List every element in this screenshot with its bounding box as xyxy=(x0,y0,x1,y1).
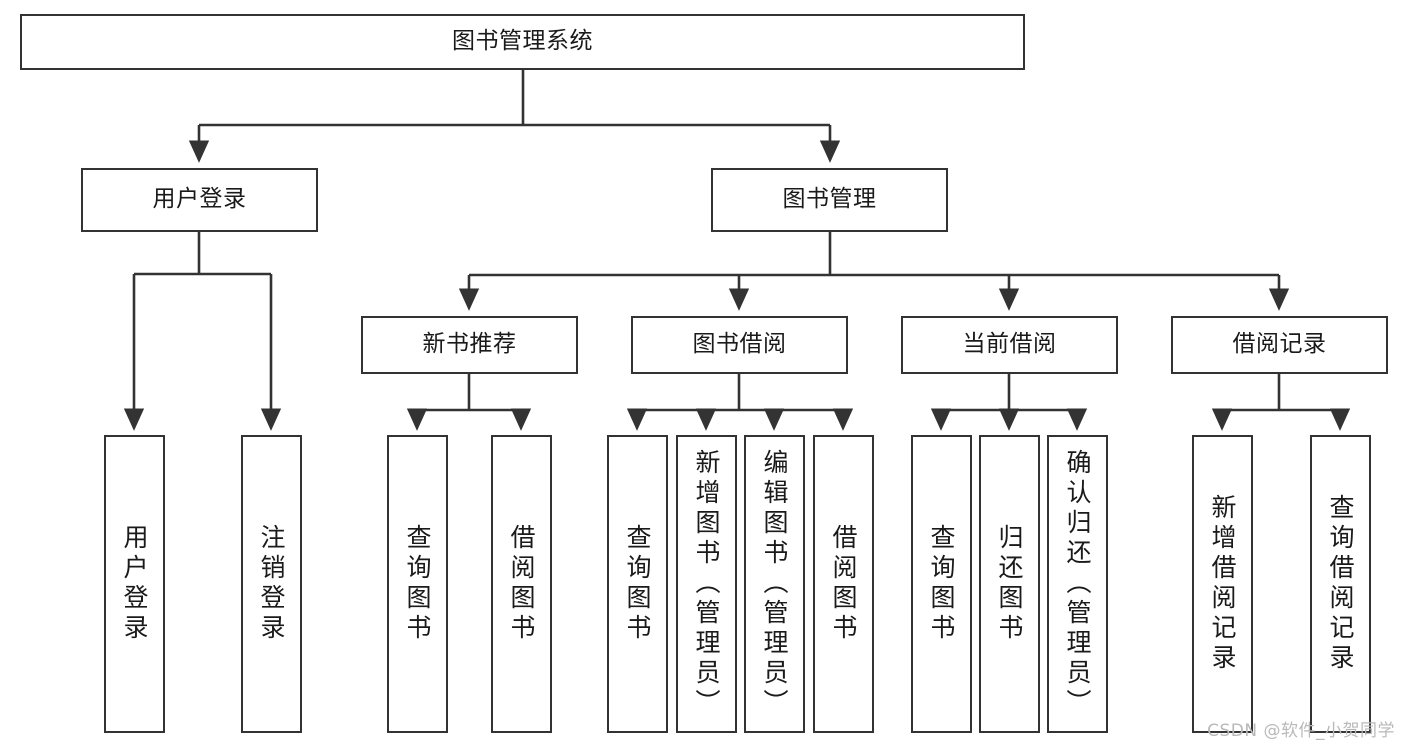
node-root-book-management-system[interactable]: 图书管理系统 xyxy=(20,14,1025,70)
node-label: 查询借阅记录 xyxy=(1326,494,1355,674)
leaf-logout-login[interactable]: 注销登录 xyxy=(241,435,302,733)
node-label: 图书借阅 xyxy=(692,331,787,358)
leaf-borrow-book-2[interactable]: 借阅图书 xyxy=(813,435,874,733)
node-label: 归还图书 xyxy=(995,524,1024,644)
leaf-return-book[interactable]: 归还图书 xyxy=(979,435,1040,733)
node-label: 新书推荐 xyxy=(422,331,517,358)
node-label: 图书管理 xyxy=(782,186,877,213)
node-label: 注销登录 xyxy=(257,524,286,644)
node-label: 确认归还（管理员） xyxy=(1063,449,1092,719)
node-label: 借阅记录 xyxy=(1232,331,1327,358)
node-borrow-record[interactable]: 借阅记录 xyxy=(1171,316,1388,374)
node-book-management[interactable]: 图书管理 xyxy=(711,168,948,232)
node-label: 查询图书 xyxy=(403,524,432,644)
leaf-add-book-admin[interactable]: 新增图书（管理员） xyxy=(676,435,737,733)
node-label: 编辑图书（管理员） xyxy=(760,449,789,719)
leaf-query-borrow-record[interactable]: 查询借阅记录 xyxy=(1310,435,1371,733)
node-current-borrow[interactable]: 当前借阅 xyxy=(901,316,1118,374)
node-label: 用户登录 xyxy=(152,186,247,213)
leaf-query-book-1[interactable]: 查询图书 xyxy=(387,435,448,733)
node-label: 用户登录 xyxy=(120,524,149,644)
leaf-user-login[interactable]: 用户登录 xyxy=(104,435,165,733)
leaf-confirm-return-admin[interactable]: 确认归还（管理员） xyxy=(1047,435,1108,733)
leaf-edit-book-admin[interactable]: 编辑图书（管理员） xyxy=(744,435,805,733)
node-new-book-recommend[interactable]: 新书推荐 xyxy=(361,316,578,374)
node-user-login[interactable]: 用户登录 xyxy=(81,168,318,232)
node-label: 当前借阅 xyxy=(962,331,1057,358)
node-label: 图书管理系统 xyxy=(452,28,593,55)
node-label: 查询图书 xyxy=(623,524,652,644)
node-book-borrow[interactable]: 图书借阅 xyxy=(631,316,848,374)
node-label: 借阅图书 xyxy=(829,524,858,644)
leaf-query-book-2[interactable]: 查询图书 xyxy=(607,435,668,733)
node-label: 新增借阅记录 xyxy=(1208,494,1237,674)
node-label: 查询图书 xyxy=(927,524,956,644)
leaf-add-borrow-record[interactable]: 新增借阅记录 xyxy=(1192,435,1253,733)
leaf-query-book-3[interactable]: 查询图书 xyxy=(911,435,972,733)
node-label: 借阅图书 xyxy=(507,524,536,644)
leaf-borrow-book-1[interactable]: 借阅图书 xyxy=(491,435,552,733)
watermark: CSDN @软件_小贺同学 xyxy=(1207,721,1395,741)
node-label: 新增图书（管理员） xyxy=(692,449,721,719)
